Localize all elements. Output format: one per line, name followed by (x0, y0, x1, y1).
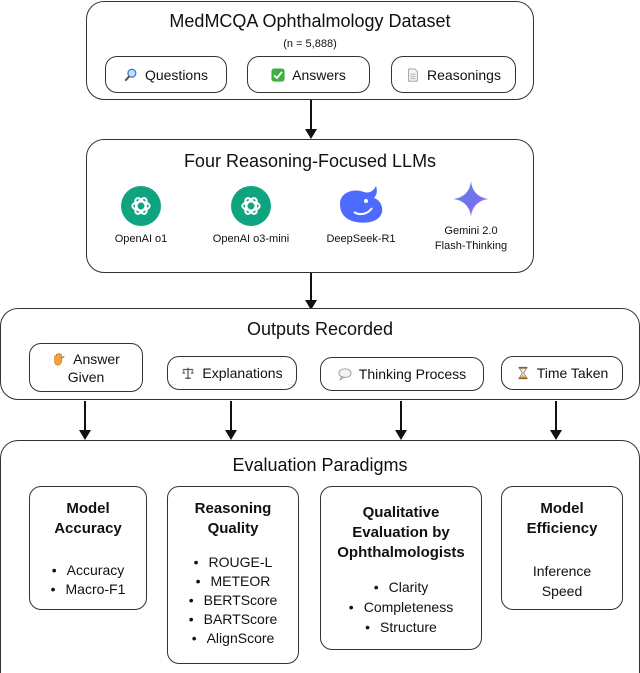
openai-logo-icon (231, 186, 271, 226)
llm-openai-o1: OpenAI o1 (91, 186, 191, 247)
document-icon (408, 67, 418, 82)
eval-group-title-line2: Accuracy (54, 520, 122, 537)
arrow-dataset-to-llms (305, 100, 317, 139)
eval-item: Macro-F1 (30, 580, 146, 599)
dataset-item-label: Questions (144, 66, 209, 83)
eval-model-efficiency: Model Efficiency Inference Speed (501, 486, 623, 610)
evaluation-box: Evaluation Paradigms Model Accuracy Accu… (0, 440, 640, 673)
eval-group-title: Reasoning (194, 500, 272, 517)
dataset-item-answers: Answers (247, 56, 370, 93)
llms-box: Four Reasoning-Focused LLMs OpenAI o1 Op… (86, 139, 534, 273)
arrow-llms-to-outputs (305, 273, 317, 310)
output-item-label-line2: Given (67, 368, 105, 385)
outputs-title: Outputs Recorded (246, 319, 394, 339)
magnifier-icon (124, 68, 137, 81)
eval-item: BERTScore (168, 591, 298, 610)
eval-item: METEOR (168, 572, 298, 591)
dataset-box: MedMCQA Ophthalmology Dataset (n = 5,888… (86, 1, 534, 100)
hourglass-icon (518, 366, 528, 380)
speech-bubble-icon (338, 368, 352, 381)
llm-openai-o3-mini: OpenAI o3-mini (201, 186, 301, 247)
outputs-box: Outputs Recorded Answer Given Explanatio… (0, 308, 640, 400)
eval-group-title-line3: Ophthalmologists (337, 544, 465, 561)
output-item-time-taken: Time Taken (501, 356, 623, 390)
hand-icon (54, 352, 65, 365)
deepseek-whale-icon (340, 186, 383, 223)
dataset-subtitle: (n = 5,888) (283, 38, 337, 50)
eval-group-title-line2: Efficiency (526, 520, 598, 537)
eval-item: BARTScore (168, 610, 298, 629)
eval-item: Clarity (321, 577, 481, 597)
llm-name: OpenAI o3-mini (212, 233, 290, 245)
dataset-item-reasonings: Reasonings (391, 56, 516, 93)
arrow-time-to-eval (550, 401, 562, 440)
output-item-label: Answer (73, 350, 120, 367)
eval-group-title: Model (66, 500, 110, 517)
output-item-label: Time Taken (536, 365, 609, 381)
dataset-title: MedMCQA Ophthalmology Dataset (169, 11, 451, 31)
output-item-answer-given: Answer Given (29, 343, 143, 392)
eval-qualitative-ophthalmologists: Qualitative Evaluation by Ophthalmologis… (320, 486, 482, 650)
gemini-star-icon (452, 180, 490, 218)
llm-name: OpenAI o1 (114, 233, 168, 245)
eval-item-line2: Speed (541, 583, 583, 599)
eval-item: Inference (532, 563, 592, 579)
llm-name: Gemini 2.0 (444, 225, 498, 237)
output-item-label: Thinking Process (358, 366, 467, 382)
llm-deepseek-r1: DeepSeek-R1 (311, 182, 411, 247)
eval-group-title: Qualitative (362, 504, 440, 521)
eval-item: Accuracy (30, 561, 146, 580)
dataset-item-label: Answers (292, 66, 346, 83)
arrow-thinking-to-eval (395, 401, 407, 440)
eval-group-title-line2: Evaluation by (352, 524, 450, 541)
llm-name: DeepSeek-R1 (326, 233, 396, 245)
arrow-answer-to-eval (79, 401, 91, 440)
llm-gemini-flash-thinking: Gemini 2.0 Flash-Thinking (421, 180, 521, 254)
llm-name-line2: Flash-Thinking (434, 240, 508, 252)
eval-item: AlignScore (168, 629, 298, 648)
scales-icon (182, 367, 195, 379)
eval-group-title-line2: Quality (207, 520, 259, 537)
llms-title: Four Reasoning-Focused LLMs (183, 151, 437, 171)
eval-group-title: Model (540, 500, 584, 517)
arrow-explanations-to-eval (225, 401, 237, 440)
output-item-thinking-process: Thinking Process (320, 357, 484, 391)
dataset-item-label: Reasonings (427, 66, 501, 83)
openai-logo-icon (121, 186, 161, 226)
check-icon (271, 67, 285, 82)
output-item-label: Explanations (202, 365, 283, 381)
eval-item: Structure (321, 617, 481, 637)
evaluation-title: Evaluation Paradigms (232, 455, 408, 475)
eval-item: Completeness (321, 597, 481, 617)
eval-item: ROUGE-L (168, 553, 298, 572)
eval-model-accuracy: Model Accuracy Accuracy Macro-F1 (29, 486, 147, 610)
dataset-item-questions: Questions (105, 56, 227, 93)
eval-reasoning-quality: Reasoning Quality ROUGE-L METEOR BERTSco… (167, 486, 299, 664)
output-item-explanations: Explanations (167, 356, 297, 390)
